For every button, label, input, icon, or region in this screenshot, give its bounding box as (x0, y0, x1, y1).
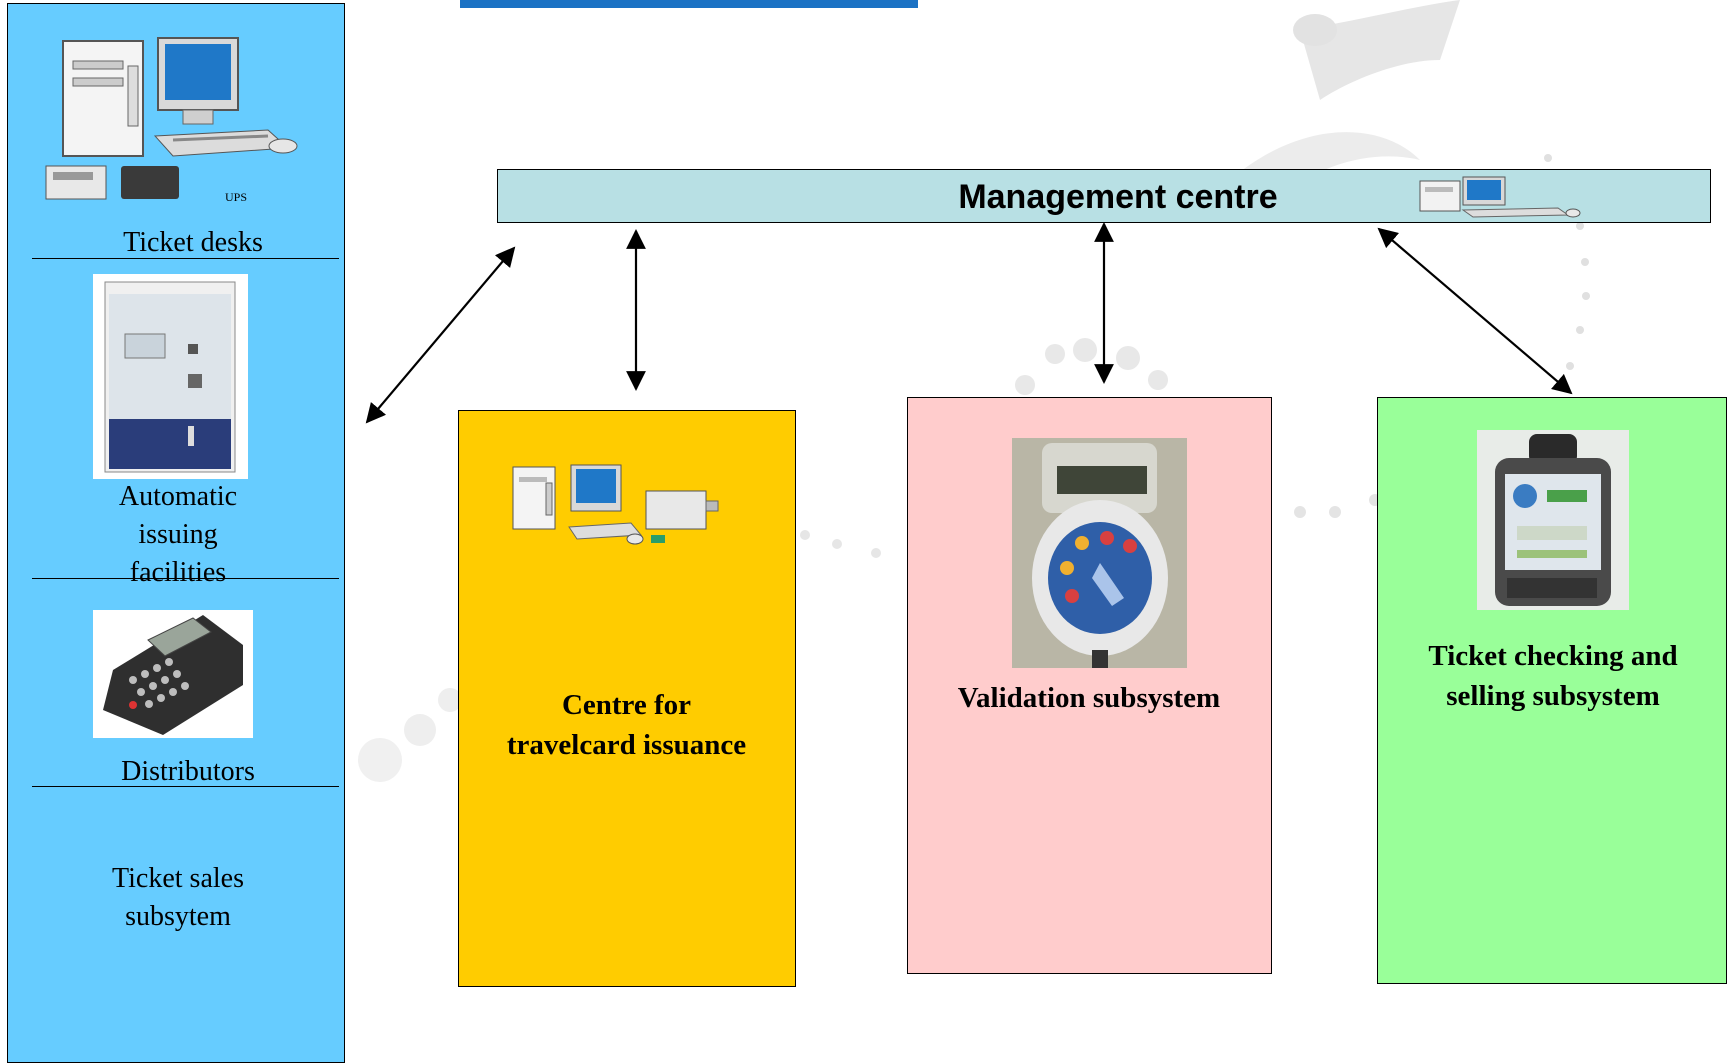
checking-title-line1: Ticket checking and (1428, 640, 1678, 672)
travelcard-title-line2: travelcard issuance (506, 729, 747, 761)
validation-subsystem-box: Validation subsystem (907, 397, 1272, 974)
distributors-label: Distributors (121, 756, 255, 787)
distributor-terminal-icon (93, 610, 253, 738)
automatic-issuing-label-line1: Automatic (118, 481, 238, 512)
management-computer-icon (1419, 176, 1581, 218)
validation-title: Validation subsystem (957, 682, 1221, 714)
ticket-desk-computer-icon (45, 37, 298, 200)
issuance-workstation-icon (512, 464, 719, 545)
ups-label: UPS (225, 190, 248, 204)
automatic-issuing-label-line3: facilities (129, 557, 227, 588)
arrow-checking (1377, 227, 1573, 395)
handheld-terminal-icon (1477, 430, 1629, 610)
ticket-sales-subsystem-label-line2: subsytem (125, 901, 231, 932)
travelcard-title-line1: Centre for (561, 689, 692, 721)
checking-title-line2: selling subsystem (1446, 680, 1660, 712)
separator (32, 786, 339, 787)
separator (32, 258, 339, 259)
ticket-sales-subsystem-label-line1: Ticket sales (112, 863, 244, 894)
validator-device-icon (1012, 438, 1187, 668)
ticket-desks-label: Ticket desks (123, 227, 263, 258)
management-centre-label: Management centre (958, 178, 1278, 216)
ticket-sales-panel: UPS Ticket desks Automatic issuing facil… (7, 3, 345, 1063)
separator (32, 578, 339, 579)
ticket-checking-box: Ticket checking and selling subsystem (1377, 397, 1727, 984)
vending-machine-icon (93, 274, 248, 479)
management-centre-bar: Management centre (497, 169, 1711, 223)
arrow-left-panel (365, 246, 516, 424)
travelcard-issuance-box: Centre for travelcard issuance (458, 410, 796, 987)
top-accent-bar (460, 0, 918, 8)
automatic-issuing-label-line2: issuing (138, 519, 218, 550)
